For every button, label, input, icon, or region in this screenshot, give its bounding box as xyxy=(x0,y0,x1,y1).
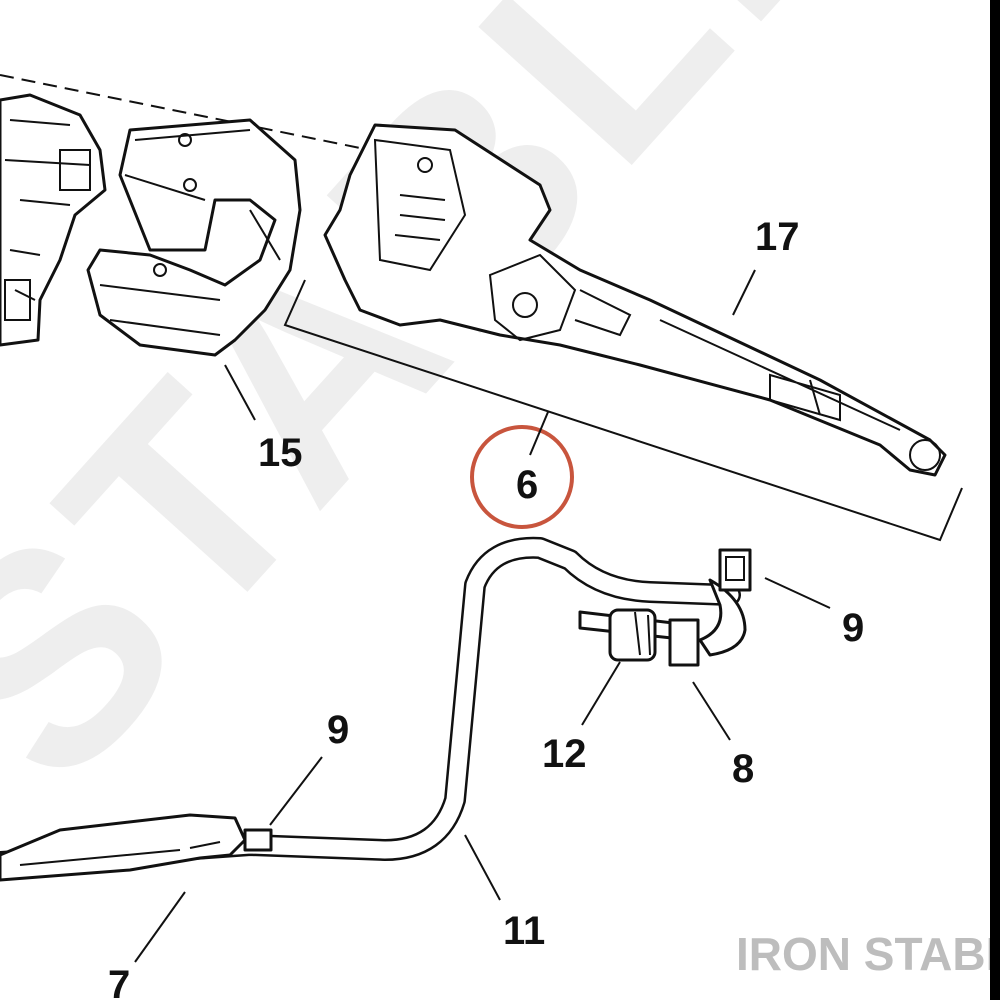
brake-line xyxy=(0,536,741,873)
leader-9b xyxy=(269,756,323,826)
master-cylinder xyxy=(323,123,947,477)
callout-17: 17 xyxy=(755,215,800,259)
callout-12: 12 xyxy=(542,732,587,776)
callout-7: 7 xyxy=(108,963,130,1000)
dashed-alignment-line xyxy=(0,74,371,151)
callout-6: 6 xyxy=(516,463,538,507)
lower-fitting xyxy=(0,813,273,882)
edge-bar xyxy=(990,0,1000,1000)
leader-17 xyxy=(732,269,756,316)
leader-11 xyxy=(464,834,501,901)
leader-9a xyxy=(764,577,831,609)
highlight-circle xyxy=(470,425,574,529)
leader-6 xyxy=(529,411,549,456)
switch-assembly xyxy=(0,93,107,347)
callout-11: 11 xyxy=(503,909,545,953)
brand-logo: IRON STABLE xyxy=(736,928,1000,980)
callout-9-lower: 9 xyxy=(327,708,349,752)
callout-9-upper: 9 xyxy=(842,606,864,650)
banjo-fitting xyxy=(578,548,752,667)
switch-housing xyxy=(86,118,302,357)
leader-7 xyxy=(134,891,186,963)
callout-15: 15 xyxy=(258,431,303,475)
group-bracket xyxy=(283,279,963,542)
callout-8: 8 xyxy=(732,747,754,791)
leader-8 xyxy=(692,681,731,741)
leader-12 xyxy=(581,661,621,726)
leader-15 xyxy=(224,364,256,421)
